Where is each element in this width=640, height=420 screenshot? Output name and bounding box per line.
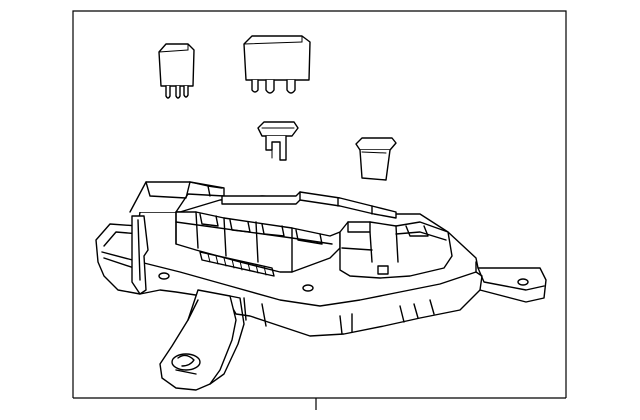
fuse-block-housing-icon (95, 181, 547, 391)
diagram-frame (72, 10, 567, 410)
fuse-icon (257, 121, 299, 161)
mini-relay-icon (158, 43, 195, 99)
fuse-row (199, 251, 275, 277)
fuse-cap-icon (355, 137, 397, 181)
relay-icon (243, 35, 311, 94)
